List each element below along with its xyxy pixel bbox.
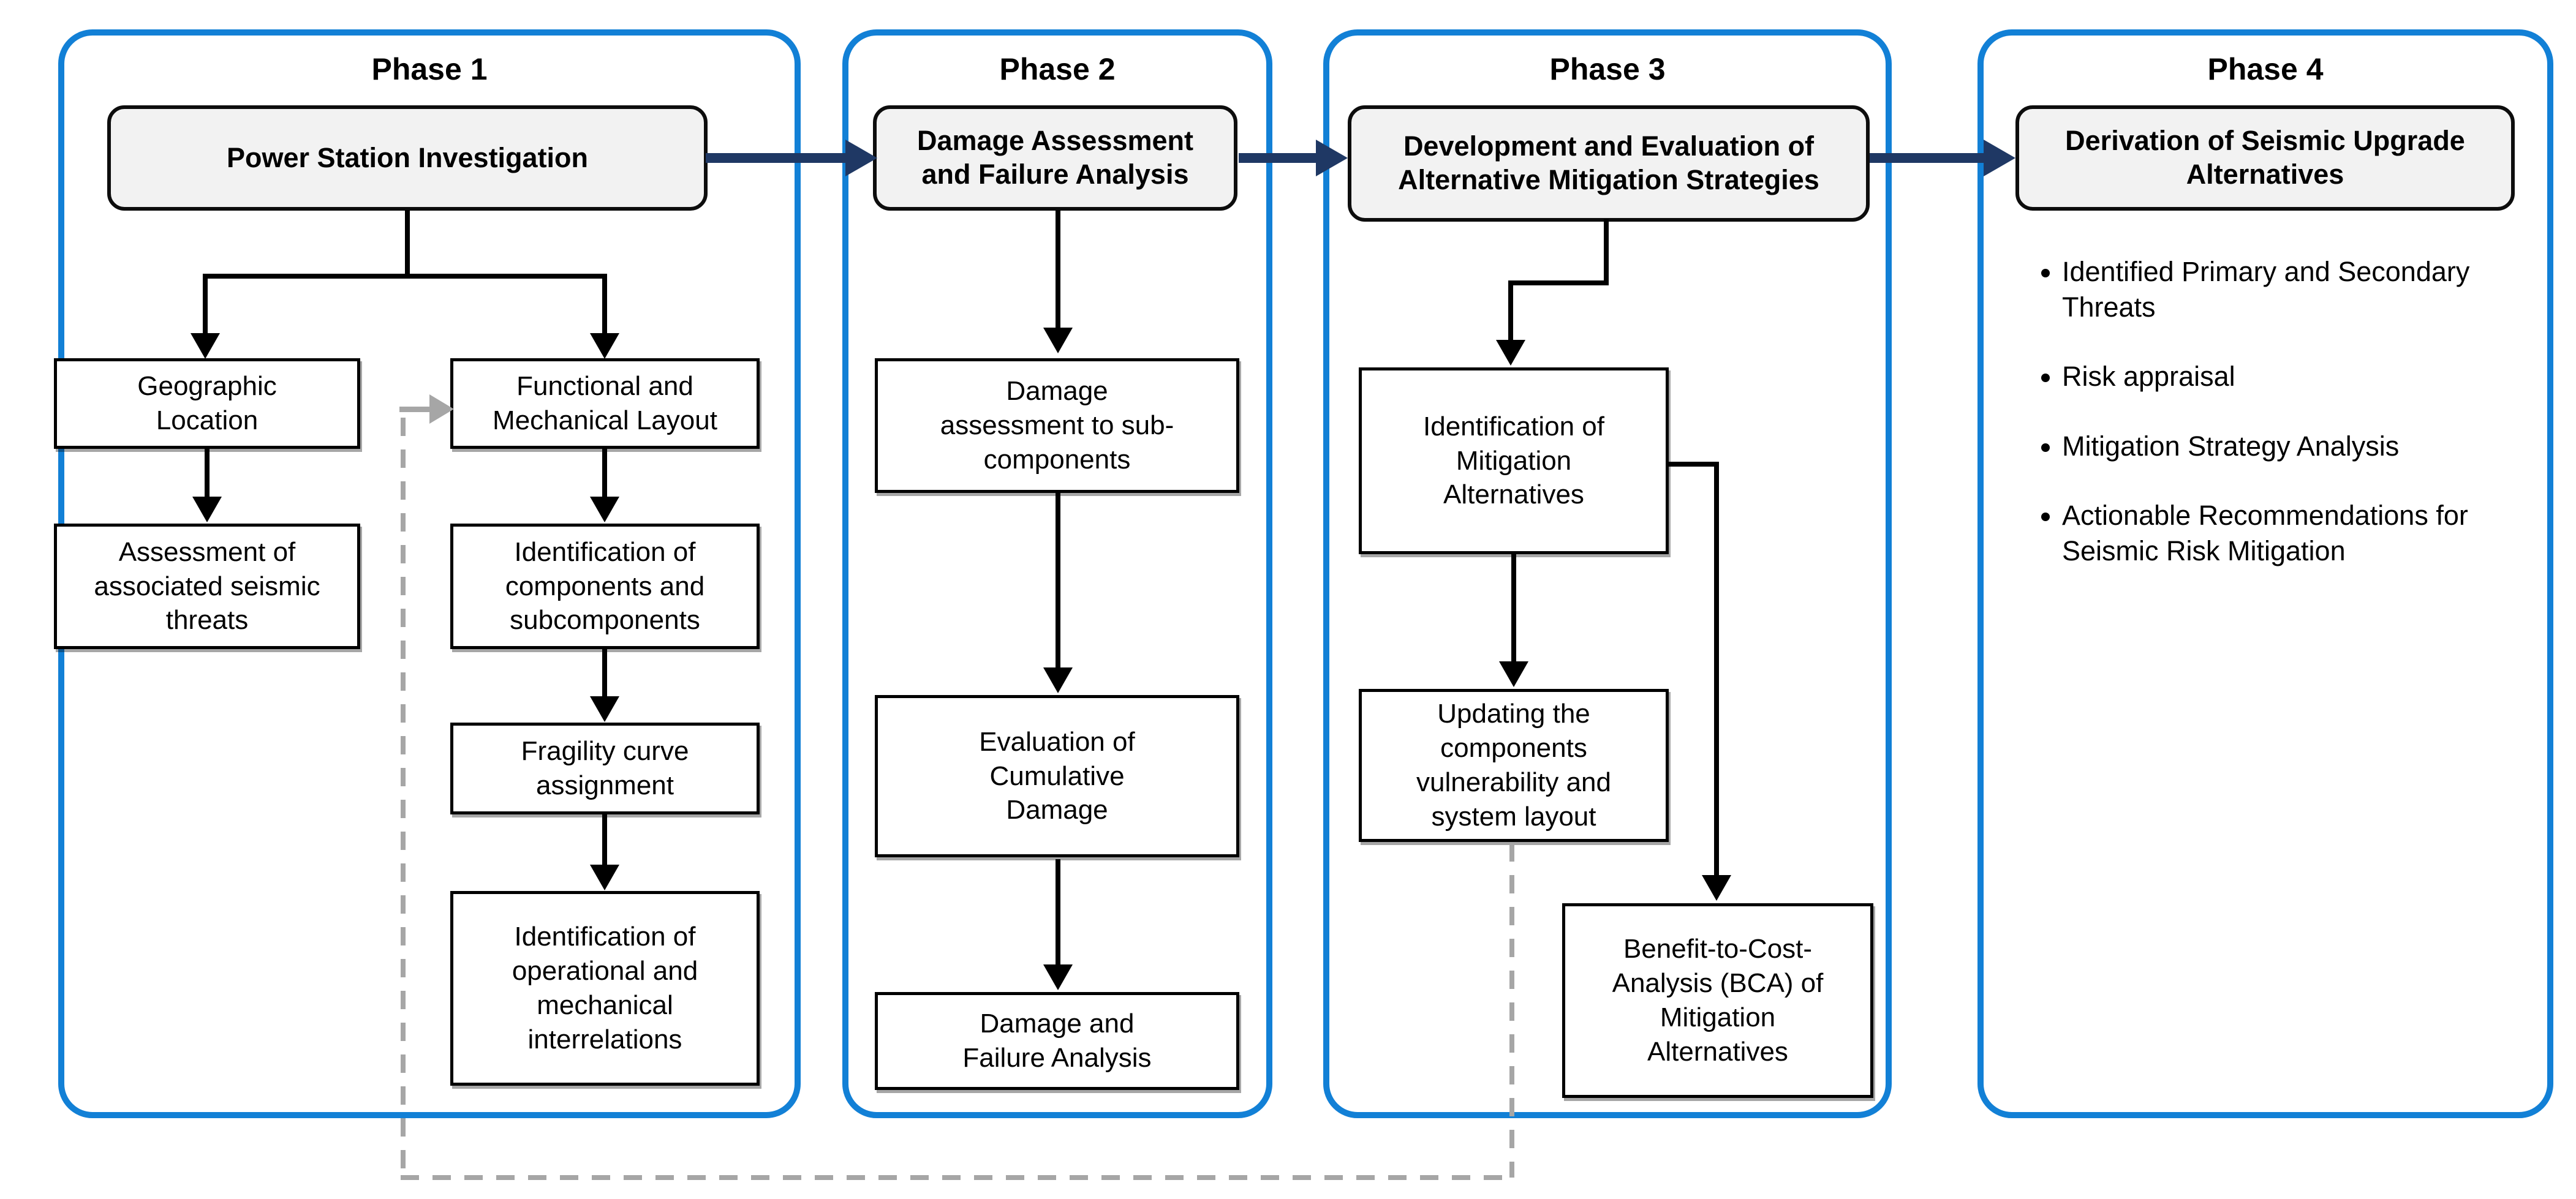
cumulative-to-failure-arrowhead [1043, 964, 1073, 990]
list-item-threats: Identified Primary and Secondary Threats [2062, 254, 2518, 325]
geographic-to-assessment-arrowhead [192, 497, 222, 522]
phase1-branch-line [203, 274, 607, 279]
branch-to-functional-line [602, 274, 607, 333]
damage-subcomponents-box: Damage assessment to sub- components [875, 358, 1239, 493]
identification-to-updating-arrowhead [1499, 661, 1528, 687]
phase3-title: Phase 3 [1549, 52, 1666, 86]
phase2-stem-line [1056, 210, 1060, 328]
components-subcomponents-box: Identification of components and subcomp… [450, 524, 760, 649]
components-to-fragility-arrowhead [590, 696, 619, 722]
branch-to-geographic-arrowhead [191, 333, 220, 359]
identification-to-bca-arrowhead [1702, 875, 1731, 901]
phase2-to-phase3-arrowhead [1316, 140, 1348, 176]
functional-to-components-arrowhead [590, 497, 619, 522]
identification-to-bca-vline [1714, 462, 1719, 875]
phase3-header-box: Development and Evaluation of Alternativ… [1348, 105, 1870, 222]
phase3-step-line [1508, 280, 1609, 285]
phase4-panel: Phase 4 [1977, 29, 2553, 1118]
feedback-arrowhead [429, 394, 454, 424]
functional-mechanical-layout-box: Functional and Mechanical Layout [450, 358, 760, 449]
phase3-to-phase4-arrowhead [1984, 140, 2015, 176]
assessment-seismic-threats-box: Assessment of associated seismic threats [54, 524, 360, 649]
damagesub-to-cumulative-arrowhead [1043, 667, 1073, 693]
mitigation-alternatives-box: Identification of Mitigation Alternative… [1359, 367, 1669, 554]
geographic-location-box: Geographic Location [54, 358, 360, 449]
damagesub-to-cumulative-line [1056, 493, 1060, 667]
step-to-identification-arrowhead [1496, 340, 1525, 366]
feedback-dashed-vline-left [401, 418, 406, 1179]
geographic-to-assessment-line [205, 449, 210, 497]
list-item-strategy-analysis: Mitigation Strategy Analysis [2062, 429, 2518, 464]
step-to-identification-line [1508, 280, 1513, 340]
phase2-panel: Phase 2 [842, 29, 1272, 1118]
phase2-header-box: Damage Assessment and Failure Analysis [873, 105, 1237, 211]
benefit-cost-analysis-box: Benefit-to-Cost- Analysis (BCA) of Mitig… [1562, 903, 1873, 1098]
phase3-panel: Phase 3 [1323, 29, 1892, 1118]
phase4-deliverables-list: Identified Primary and Secondary Threats… [2028, 254, 2518, 603]
branch-to-geographic-line [203, 274, 208, 333]
phase1-to-phase2-arrowhead [845, 140, 877, 176]
fragility-to-operational-line [602, 814, 607, 865]
phase3-to-phase4-arrow-line [1870, 153, 1984, 163]
components-to-fragility-line [602, 649, 607, 696]
damage-failure-analysis-box: Damage and Failure Analysis [875, 992, 1239, 1090]
functional-to-components-line [602, 449, 607, 497]
list-item-risk-appraisal: Risk appraisal [2062, 359, 2518, 394]
fragility-to-operational-arrowhead [590, 865, 619, 890]
phase2-stem-arrowhead [1043, 328, 1073, 353]
phase3-stem-line [1604, 219, 1609, 285]
operational-interrelations-box: Identification of operational and mechan… [450, 891, 760, 1086]
phase2-to-phase3-arrow-line [1239, 153, 1316, 163]
phase2-title: Phase 2 [999, 52, 1116, 86]
phase1-title: Phase 1 [371, 52, 488, 86]
cumulative-to-failure-line [1056, 859, 1060, 964]
phase1-stem-line [405, 210, 410, 276]
list-item-recommendations: Actionable Recommendations for Seismic R… [2062, 498, 2518, 568]
feedback-dashed-vline-right [1509, 843, 1514, 1178]
phase4-header-box: Derivation of Seismic Upgrade Alternativ… [2015, 105, 2515, 211]
phase1-to-phase2-arrow-line [706, 153, 845, 163]
phase4-title: Phase 4 [2207, 52, 2324, 86]
fragility-curve-box: Fragility curve assignment [450, 723, 760, 814]
identification-to-updating-line [1511, 554, 1516, 661]
branch-to-functional-arrowhead [590, 333, 619, 359]
cumulative-damage-box: Evaluation of Cumulative Damage [875, 695, 1239, 857]
updating-vulnerability-box: Updating the components vulnerability an… [1359, 689, 1669, 842]
phase1-header-box: Power Station Investigation [107, 105, 708, 211]
feedback-dashed-hline-bottom [401, 1175, 1513, 1180]
feedback-arrow-stub [399, 407, 431, 412]
identification-to-bca-hline [1669, 462, 1719, 467]
